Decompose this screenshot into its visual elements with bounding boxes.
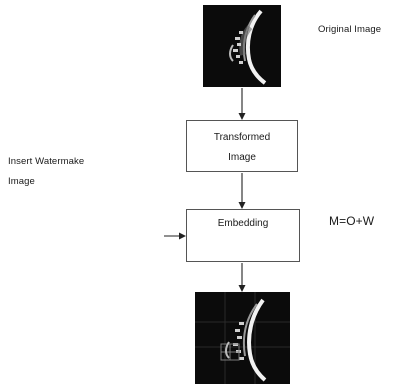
transformed-line-1: Transformed — [213, 132, 271, 143]
xray-spine-icon — [203, 5, 281, 87]
xray-spine-watermarked-icon — [195, 292, 290, 384]
embedding-label: Embedding — [217, 218, 269, 229]
watermarked-image — [195, 292, 290, 384]
original-image-label: Original Image — [318, 24, 382, 35]
embedding-box: Embedding — [186, 209, 300, 262]
transformed-line-2: Image — [228, 152, 256, 163]
insert-watermark-label-line-1: Insert Watermake — [8, 156, 85, 167]
transformed-image-box: Transformed Image — [186, 120, 298, 172]
insert-watermark-label-line-2: Image — [8, 176, 35, 187]
original-image — [203, 5, 281, 87]
equation-label: M=O+W — [329, 214, 375, 228]
